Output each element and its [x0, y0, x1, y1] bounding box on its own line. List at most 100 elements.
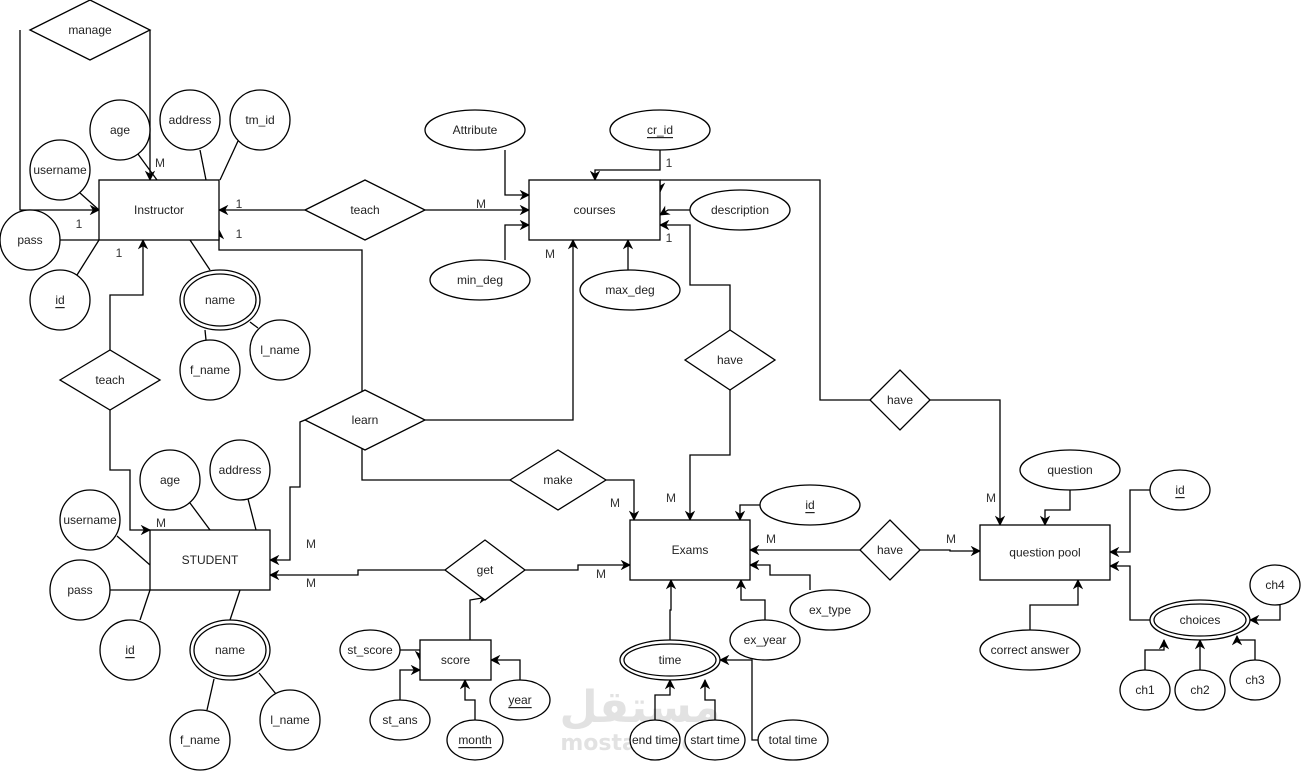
attribute-label: name — [215, 643, 245, 657]
edge-score-to-get — [469, 593, 490, 640]
edge-s-fname — [206, 678, 215, 711]
entity-question-pool[interactable]: question pool — [979, 524, 1111, 581]
attribute-label: min_deg — [457, 273, 503, 287]
attribute-c-attribute[interactable]: Attribute — [424, 109, 526, 151]
attribute-sc-month[interactable]: month — [446, 719, 504, 761]
relationship-label: manage — [68, 23, 112, 37]
edge-q-id — [1108, 489, 1150, 558]
cardinality-learn-s-m: M — [306, 537, 316, 551]
attribute-q-question[interactable]: question — [1019, 449, 1121, 491]
attribute-i-username[interactable]: username — [29, 139, 91, 201]
edge-teach-to-instructor-2 — [109, 238, 149, 350]
attribute-label: year — [508, 693, 531, 707]
attribute-label: end time — [632, 733, 678, 747]
attribute-s-age[interactable]: age — [139, 449, 201, 511]
attribute-q-correct[interactable]: correct answer — [979, 629, 1081, 671]
cardinality-manage-m: M — [155, 156, 165, 170]
attribute-i-tm-id[interactable]: tm_id — [229, 89, 291, 151]
attribute-sc-stans[interactable]: st_ans — [369, 699, 431, 741]
attribute-label: st_score — [347, 643, 393, 657]
cardinality-make-instr-1: 1 — [236, 227, 243, 241]
attribute-e-totaltime[interactable]: total time — [757, 719, 829, 761]
attribute-sc-year[interactable]: year — [489, 679, 551, 721]
attribute-s-lname[interactable]: l_name — [259, 689, 321, 751]
entity-exams[interactable]: Exams — [629, 519, 751, 581]
entity-courses[interactable]: courses — [528, 179, 661, 241]
attribute-q-ch3[interactable]: ch3 — [1229, 659, 1281, 701]
relationship-get[interactable]: get — [443, 539, 527, 601]
cardinality-have-ce-1: 1 — [666, 231, 673, 245]
edge-c-crid-a — [589, 150, 661, 182]
attribute-s-name[interactable]: name — [189, 619, 271, 681]
attribute-label: address — [169, 113, 212, 127]
relationship-make[interactable]: make — [508, 449, 608, 511]
attribute-i-pass[interactable]: pass — [0, 209, 61, 271]
relationship-manage[interactable]: manage — [28, 0, 152, 61]
attribute-s-address[interactable]: address — [209, 439, 271, 501]
attribute-q-id[interactable]: id — [1149, 469, 1211, 511]
attribute-label: username — [63, 513, 117, 527]
edge-i-age — [134, 149, 158, 181]
relationship-teach-is[interactable]: teach — [58, 349, 162, 411]
cardinality-learn-c-m: M — [545, 247, 555, 261]
attribute-i-lname[interactable]: l_name — [249, 319, 311, 381]
relationship-learn[interactable]: learn — [303, 389, 427, 451]
edge-sc-stans — [399, 664, 422, 700]
attribute-e-time[interactable]: time — [619, 639, 721, 681]
relationship-teach-ic[interactable]: teach — [303, 179, 427, 241]
relationship-have-ce[interactable]: have — [683, 329, 777, 391]
attribute-s-fname[interactable]: f_name — [169, 709, 231, 771]
attribute-e-endtime[interactable]: end time — [629, 719, 681, 761]
edge-q-ch4 — [1248, 605, 1281, 626]
attribute-i-age[interactable]: age — [89, 99, 151, 161]
attribute-e-extype[interactable]: ex_type — [789, 589, 871, 631]
attribute-i-address[interactable]: address — [159, 89, 221, 151]
attribute-c-mindeg[interactable]: min_deg — [429, 259, 531, 301]
attribute-label: l_name — [260, 343, 300, 357]
attribute-q-ch2[interactable]: ch2 — [1174, 669, 1226, 711]
cardinality-teach-ic-1: 1 — [236, 197, 243, 211]
attribute-label: pass — [67, 583, 92, 597]
attribute-e-starttime[interactable]: start time — [684, 719, 746, 761]
entity-instructor[interactable]: Instructor — [98, 179, 220, 241]
attribute-e-id[interactable]: id — [759, 484, 861, 526]
attribute-label: choices — [1180, 613, 1221, 627]
edge-e-totaltime — [718, 654, 758, 741]
edge-teach-to-student — [109, 410, 152, 536]
edge-have-cq-to-qpool — [930, 399, 1006, 527]
relationship-have-cq[interactable]: have — [869, 369, 931, 431]
entity-label: STUDENT — [182, 553, 239, 567]
attribute-i-name[interactable]: name — [179, 269, 261, 331]
edge-i-fname — [204, 329, 207, 341]
attribute-q-ch1[interactable]: ch1 — [1119, 669, 1171, 711]
edge-sc-month — [459, 678, 476, 720]
attribute-c-maxdeg[interactable]: max_deg — [579, 269, 681, 311]
attribute-i-fname[interactable]: f_name — [179, 339, 241, 401]
attribute-q-choices[interactable]: choices — [1149, 599, 1251, 641]
attribute-sc-stscore[interactable]: st_score — [339, 629, 401, 671]
relationship-label: get — [477, 563, 494, 577]
attribute-e-exyear[interactable]: ex_year — [729, 619, 801, 661]
cardinality-make-e-m: M — [610, 496, 620, 510]
entity-score[interactable]: score — [419, 639, 492, 681]
cardinality-teach-is-1: 1 — [116, 246, 123, 260]
attribute-q-ch4[interactable]: ch4 — [1249, 564, 1301, 606]
attribute-s-username[interactable]: username — [59, 489, 121, 551]
entity-student[interactable]: STUDENT — [149, 529, 271, 591]
attribute-s-id[interactable]: id — [99, 619, 161, 681]
attribute-label: month — [458, 733, 491, 747]
attribute-c-description[interactable]: description — [689, 189, 791, 231]
cardinality-have-eq-e-m: M — [766, 532, 776, 546]
attribute-i-id[interactable]: id — [29, 269, 91, 331]
attribute-label: ch1 — [1135, 683, 1155, 697]
edge-courses-to-have-cq — [660, 179, 870, 401]
attribute-label: ch2 — [1190, 683, 1210, 697]
attribute-s-pass[interactable]: pass — [49, 559, 111, 621]
relationship-label: have — [877, 543, 903, 557]
entity-label: question pool — [1009, 546, 1080, 560]
edge-have-to-exams — [684, 390, 731, 522]
edge-e-time — [665, 578, 677, 640]
attribute-c-crid[interactable]: cr_id — [609, 109, 711, 151]
relationship-have-eq[interactable]: have — [859, 519, 921, 581]
